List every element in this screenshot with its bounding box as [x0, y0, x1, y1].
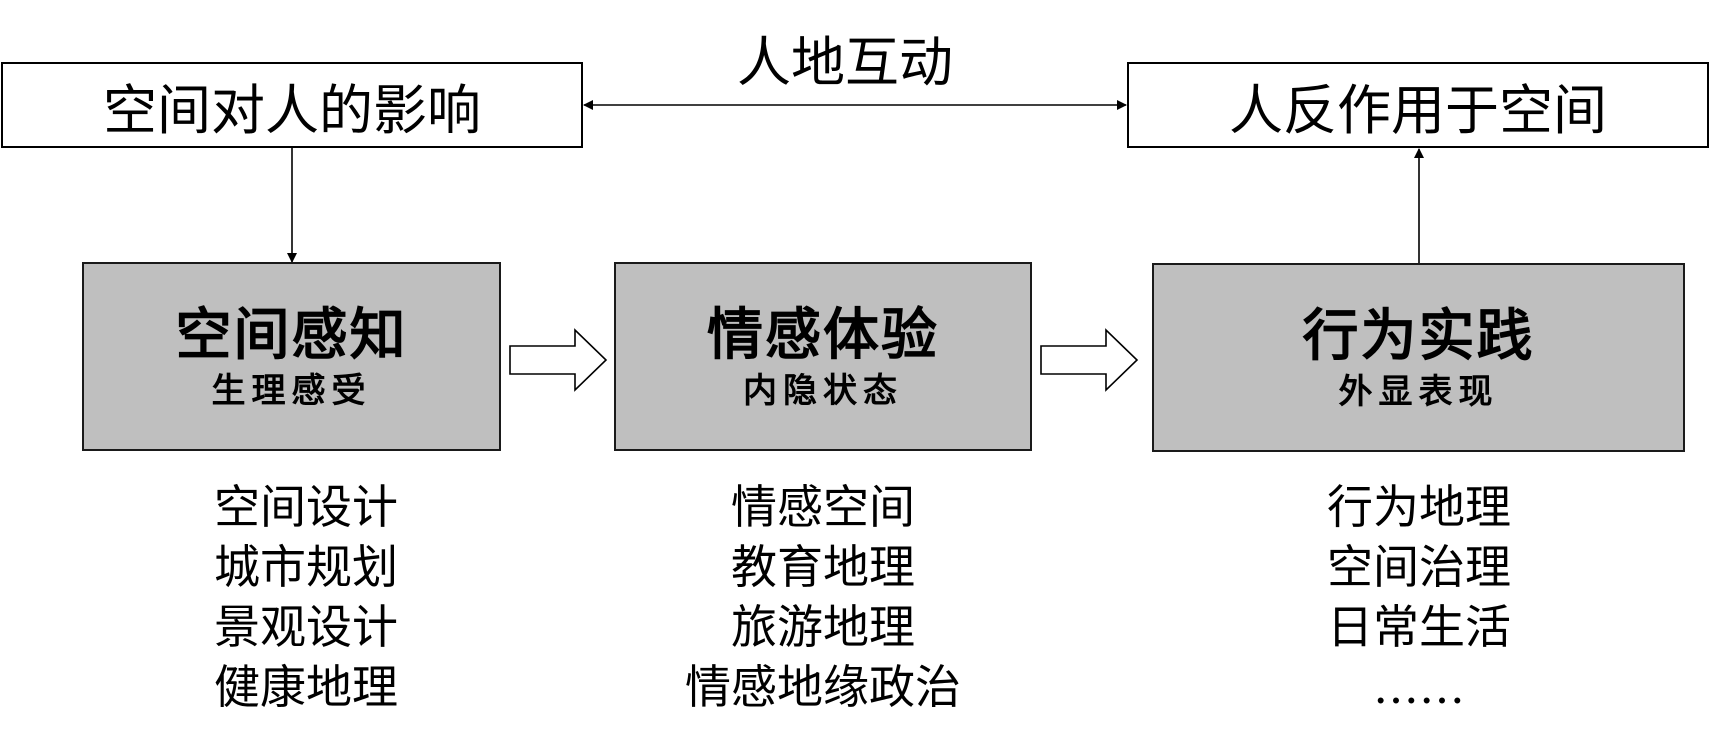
list-item: 景观设计 [214, 600, 398, 654]
list-item: 情感空间 [731, 480, 915, 534]
stage-perception: 空间感知 生理感受 [82, 262, 501, 451]
interaction-label: 人地互动 [737, 31, 953, 94]
list-item: 空间治理 [1327, 540, 1511, 594]
stage-behavior: 行为实践 外显表现 [1152, 263, 1685, 452]
list-item: 教育地理 [731, 540, 915, 594]
list-item: …… [1373, 660, 1465, 714]
list-item: 日常生活 [1327, 600, 1511, 654]
stage-emotion: 情感体验 内隐状态 [614, 262, 1032, 451]
behavior-fields-list: 行为地理 空间治理 日常生活 …… [1209, 477, 1629, 717]
human-reaction-box: 人反作用于空间 [1127, 62, 1709, 148]
stage-title: 空间感知 [175, 301, 408, 368]
emotion-fields-list: 情感空间 教育地理 旅游地理 情感地缘政治 [613, 477, 1033, 717]
list-item: 空间设计 [214, 480, 398, 534]
list-item: 情感地缘政治 [685, 660, 961, 714]
list-item: 城市规划 [214, 540, 398, 594]
block-arrow-2 [1040, 328, 1139, 392]
perception-fields-list: 空间设计 城市规划 景观设计 健康地理 [96, 477, 516, 717]
stage-subtitle: 生理感受 [211, 370, 372, 411]
space-influence-label: 空间对人的影响 [103, 78, 481, 142]
block-arrow-1 [509, 328, 608, 392]
list-item: 行为地理 [1327, 480, 1511, 534]
stage-title: 行为实践 [1302, 302, 1535, 369]
stage-subtitle: 外显表现 [1338, 371, 1499, 412]
human-reaction-label: 人反作用于空间 [1229, 78, 1607, 142]
list-item: 健康地理 [214, 660, 398, 714]
stage-subtitle: 内隐状态 [743, 370, 903, 411]
stage-title: 情感体验 [707, 301, 939, 368]
space-influence-box: 空间对人的影响 [1, 62, 583, 148]
list-item: 旅游地理 [731, 600, 915, 654]
